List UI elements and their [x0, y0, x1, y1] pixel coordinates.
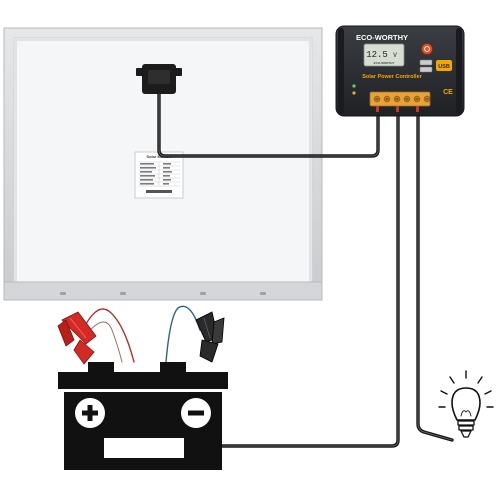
usb-badge: USB — [436, 60, 452, 71]
minus-icon — [181, 398, 211, 428]
battery-label-window — [104, 438, 184, 458]
lightbulb-icon — [438, 370, 494, 438]
red-alligator-clamp — [57, 311, 97, 365]
plus-icon — [75, 398, 105, 428]
lcd-reading: 12.5 — [366, 50, 388, 60]
battery-positive-post — [88, 362, 114, 374]
panel-bottom-rail — [3, 281, 323, 301]
black-alligator-clamp — [195, 311, 225, 363]
lcd-sub: ECO-WORTHY — [374, 61, 395, 65]
red-clip-wire — [79, 308, 135, 363]
solar-charge-controller: ECO-WORTHY 12.5 V ECO-WORTHY USB Solar P… — [335, 25, 465, 117]
controller-to-load-cable — [416, 110, 454, 442]
panel-spec-label: Solar Module — [134, 151, 184, 199]
light-rays — [438, 370, 494, 408]
battery-negative-post — [160, 362, 186, 374]
controller-title: Solar Power Controller — [362, 74, 422, 80]
panel-to-controller-cable — [157, 92, 380, 158]
lcd-unit: V — [393, 52, 397, 59]
black-clip-wire — [165, 305, 201, 363]
controller-brand: ECO-WORTHY — [356, 33, 408, 42]
power-button-icon[interactable] — [421, 43, 433, 55]
controller-lcd-display: 12.5 V ECO-WORTHY — [363, 43, 405, 67]
usb-label: USB — [438, 64, 450, 70]
usb-port-icon — [419, 59, 433, 73]
solar-panel: Solar Module — [3, 27, 323, 301]
status-leds — [352, 84, 356, 95]
junction-box-icon — [136, 64, 182, 94]
ce-mark-icon: CE — [443, 89, 453, 96]
battery-icon — [58, 362, 228, 470]
controller-terminal-block — [369, 91, 431, 112]
controller-to-battery-cable — [214, 110, 400, 448]
wiring — [79, 92, 454, 448]
panel-label-title: Solar Module — [146, 154, 172, 159]
mounting-holes — [60, 292, 266, 295]
